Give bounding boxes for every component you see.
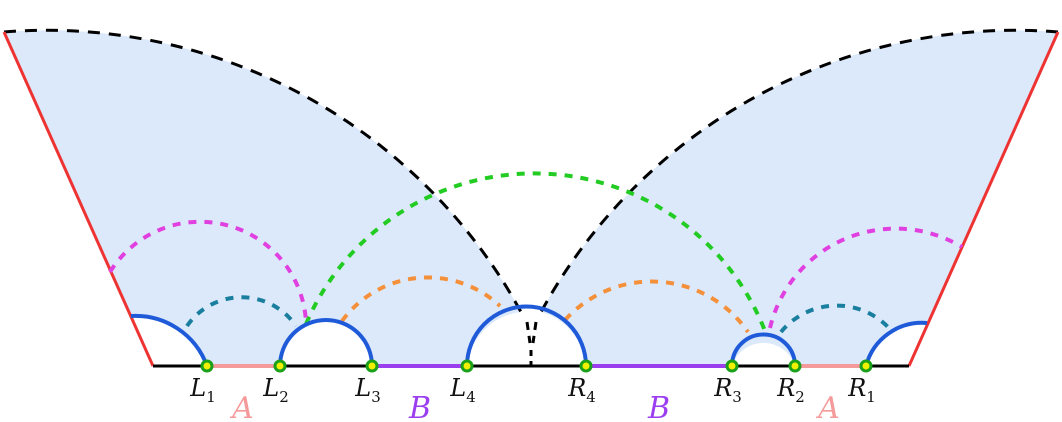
boundary-point-r4 <box>579 359 593 373</box>
interval-label-a-right: A <box>815 391 840 422</box>
boundary-point-l2 <box>273 359 287 373</box>
point-label-r1: R1 <box>847 374 876 406</box>
boundary-point-l3 <box>365 359 379 373</box>
boundary-point-r2 <box>788 359 802 373</box>
boundary-point-l1 <box>200 359 214 373</box>
boundary-point-r3 <box>725 359 739 373</box>
blue-arc-left-edge <box>130 313 209 367</box>
center-inner-boundary-right <box>531 321 538 344</box>
point-label-l3: L3 <box>354 374 380 406</box>
blue-arc-l2-l3 <box>278 318 374 367</box>
right-outer-boundary-arc <box>539 28 1059 313</box>
interval-label-b-left: B <box>408 391 431 422</box>
point-label-r2: R2 <box>776 374 805 406</box>
interval-label-b-right: B <box>647 391 670 422</box>
left-wedge-edge <box>2 31 155 367</box>
green-geodesic <box>304 171 767 332</box>
point-label-l1: L1 <box>189 374 215 406</box>
interval-label-a-left: A <box>229 391 254 422</box>
point-label-l4: L4 <box>449 374 475 406</box>
right-wedge-region <box>541 30 1058 367</box>
point-labels: L1 L2 L3 L4 R4 R3 R2 R1 <box>189 374 876 406</box>
boundary-points <box>200 359 873 373</box>
magenta-geodesic-left <box>108 219 308 323</box>
left-outer-boundary-arc <box>3 28 523 313</box>
teal-geodesic-left <box>185 295 298 328</box>
point-label-r4: R4 <box>567 374 596 406</box>
boundary-point-l4 <box>460 359 474 373</box>
left-wedge-region <box>4 30 521 367</box>
right-wedge-edge <box>907 31 1060 367</box>
blue-arc-l4-r4 <box>465 304 588 367</box>
orange-geodesic-right <box>563 279 750 334</box>
boundary-point-r1 <box>859 359 873 373</box>
point-label-r3: R3 <box>713 374 742 406</box>
blue-arc-r3-r2 <box>730 332 797 367</box>
magenta-geodesic-right <box>768 226 964 329</box>
blue-arc-right-edge <box>864 320 928 367</box>
center-inner-boundary-left <box>525 321 532 344</box>
point-label-l2: L2 <box>262 374 288 406</box>
